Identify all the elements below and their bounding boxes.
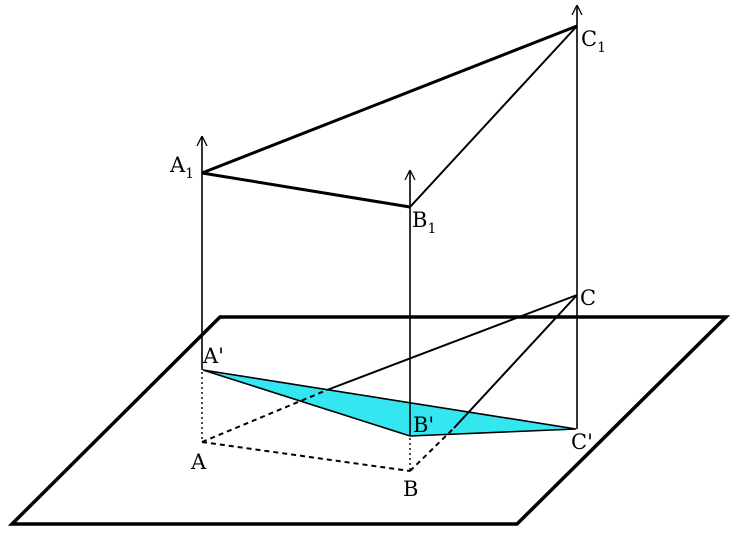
label-c-prime: C' xyxy=(571,430,593,454)
label-b-prime: B' xyxy=(413,413,434,437)
label-a: A xyxy=(190,450,207,474)
edge-a1-c1 xyxy=(201,24,578,175)
label-c1: C1 xyxy=(581,27,606,56)
edge-a1-b1 xyxy=(201,171,411,209)
edge-a-b-dashed xyxy=(201,441,411,472)
edge-b1-c1 xyxy=(409,25,578,208)
label-c: C xyxy=(580,286,596,310)
label-b: B xyxy=(403,477,418,501)
label-a1: A1 xyxy=(169,153,194,182)
edge-b-c-dashed xyxy=(409,427,455,472)
label-a-prime: A' xyxy=(202,344,224,368)
projection-triangle-abc-prime xyxy=(202,369,577,437)
edge-b-c-solid xyxy=(453,294,578,429)
edge-a-c-dashed xyxy=(201,389,328,443)
label-b1: B1 xyxy=(412,208,436,237)
edge-a-c-solid xyxy=(326,294,578,391)
